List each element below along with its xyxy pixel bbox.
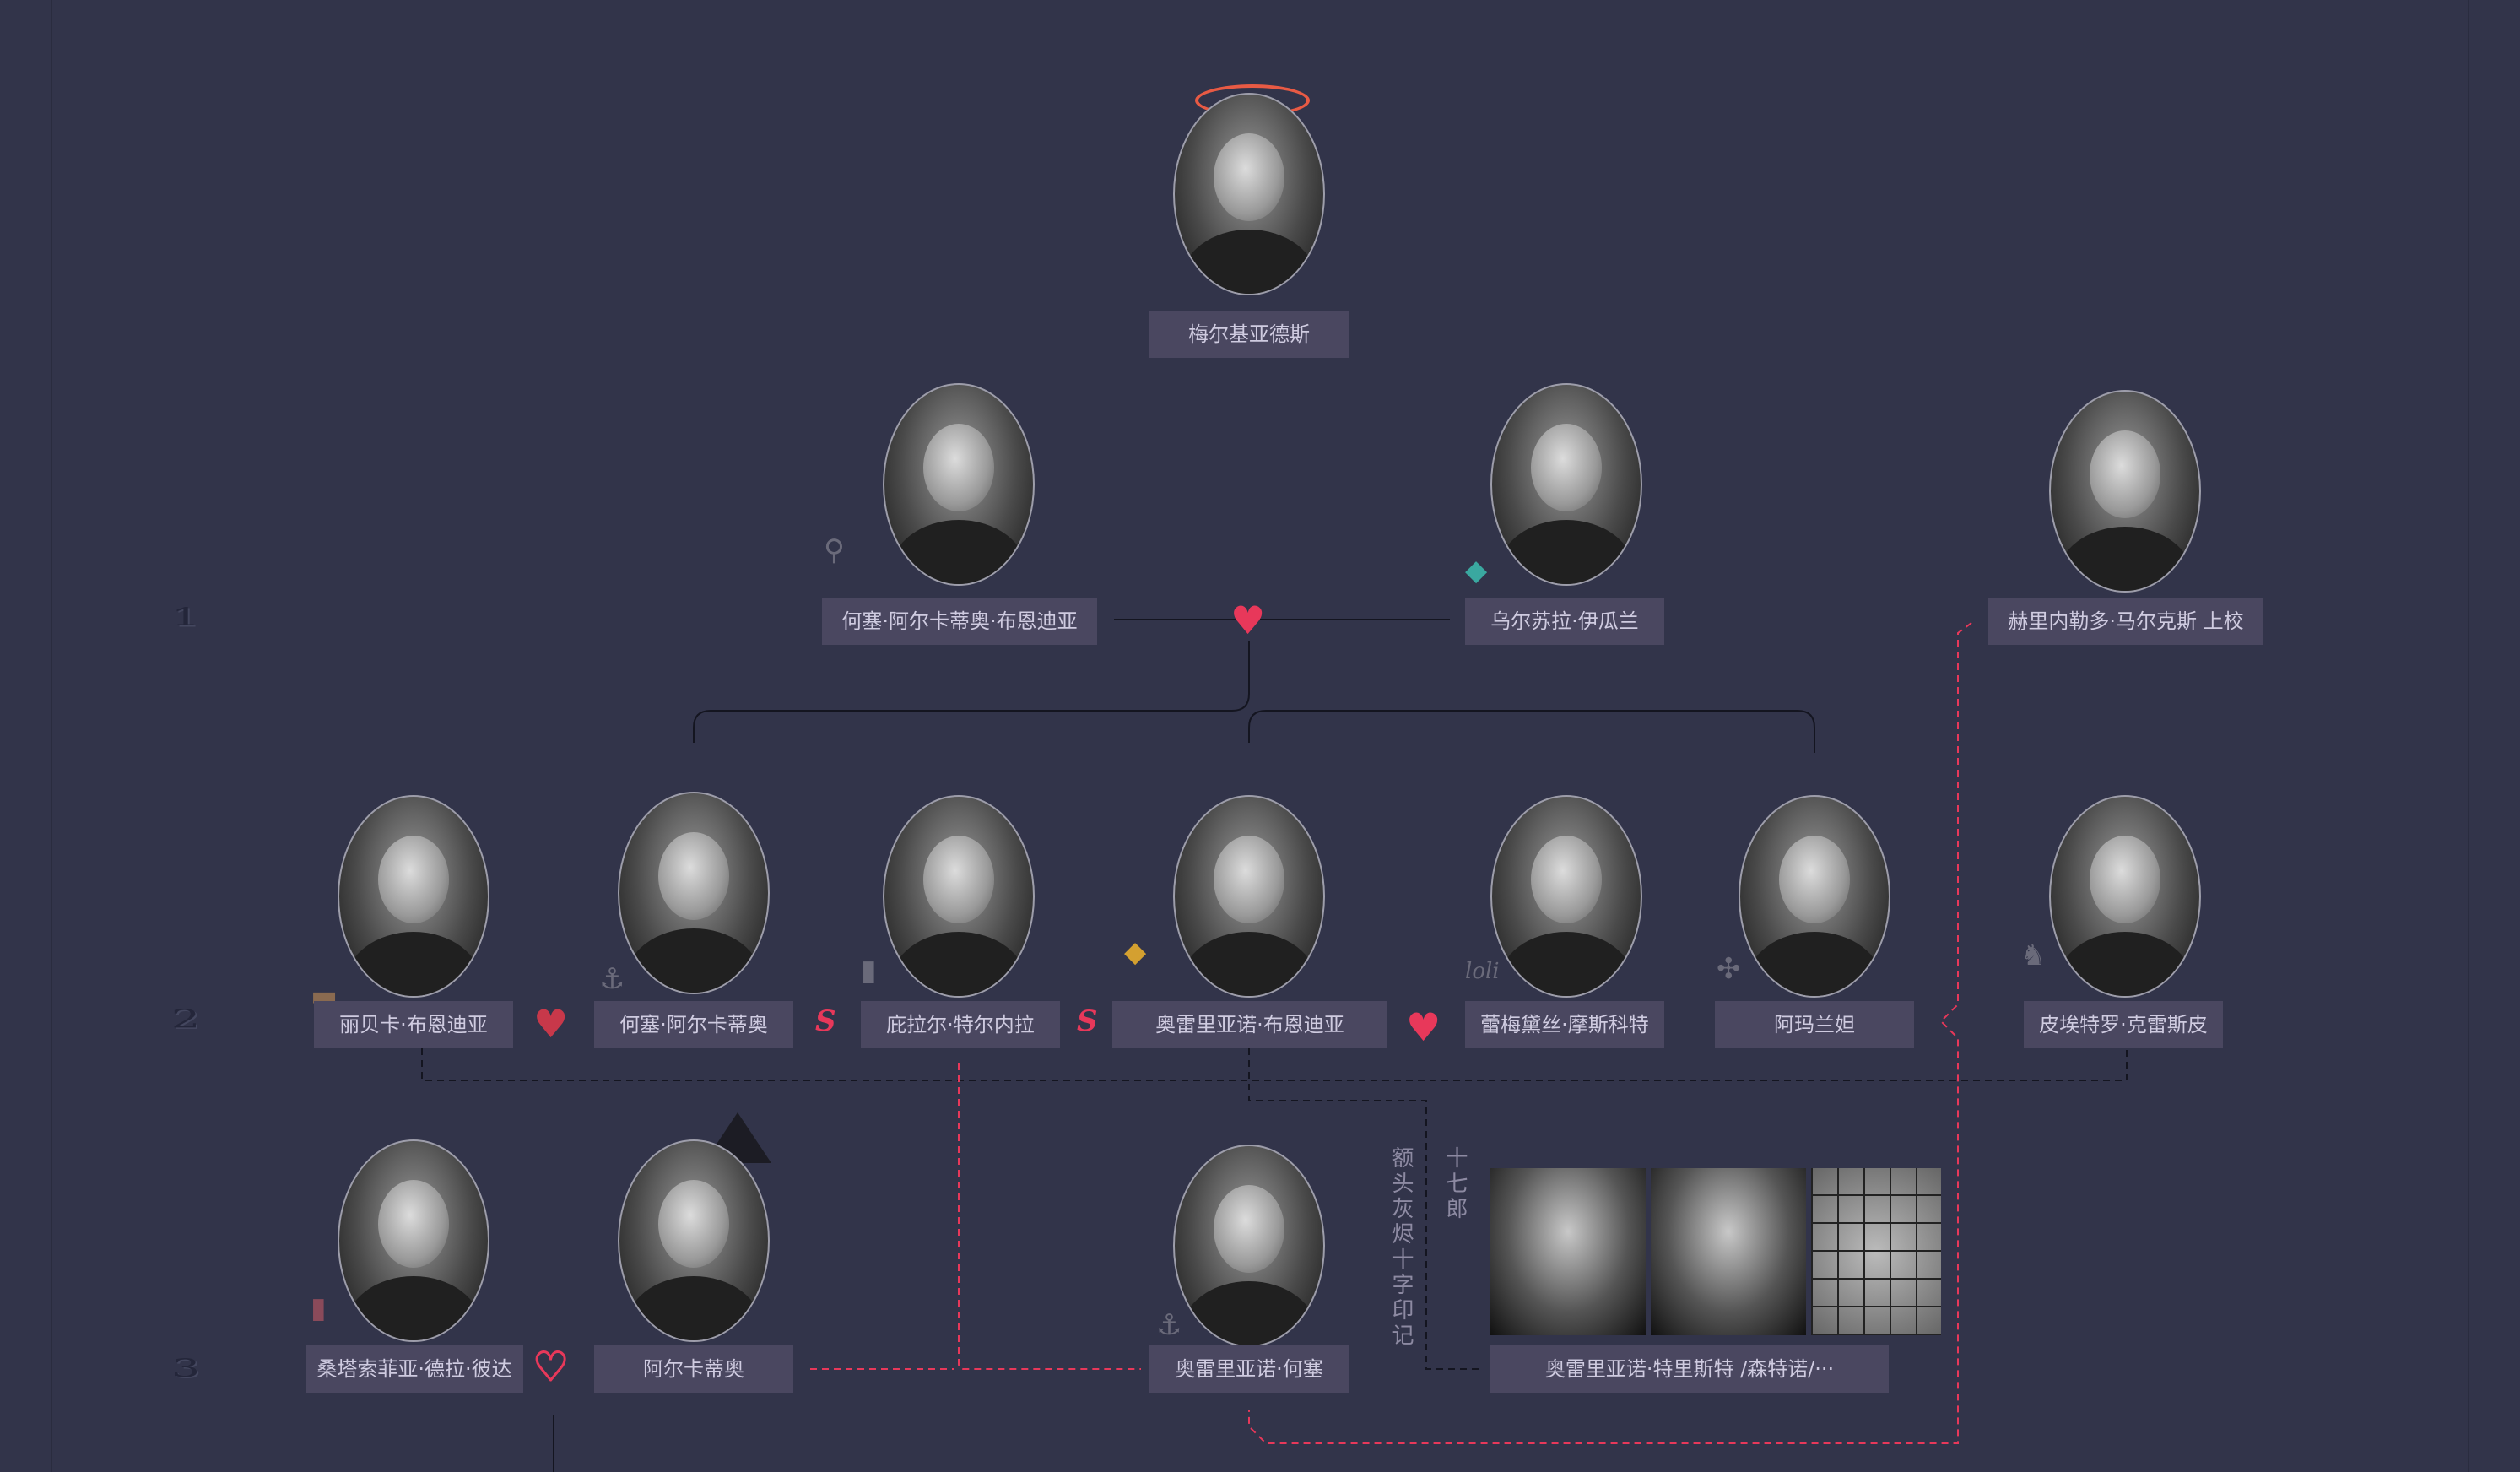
- label-jose-arcadio-buendia: 何塞·阿尔卡蒂奥·布恩迪亚: [822, 598, 1097, 645]
- label-arcadio: 阿尔卡蒂奥: [594, 1345, 793, 1393]
- portrait-jose-arcadio: [618, 792, 770, 994]
- label-ursula: 乌尔苏拉·伊瓜兰: [1465, 598, 1664, 645]
- label-rebeca: 丽贝卡·布恩迪亚: [314, 1001, 513, 1048]
- photo-son-2: [1651, 1168, 1806, 1335]
- portrait-pietro: [2049, 795, 2201, 998]
- portrait-pilar: [883, 795, 1035, 998]
- portrait-rebeca: [338, 795, 489, 998]
- card-icon: ▮: [861, 954, 877, 988]
- anchor-icon: ⚓: [599, 962, 625, 996]
- generation-3: 3: [170, 1354, 201, 1383]
- tree-icon: ✣: [1717, 952, 1741, 986]
- portrait-gerineldo: [2049, 390, 2201, 593]
- annotation-seventeen-sons: 十七郎: [1442, 1146, 1468, 1222]
- portrait-remedios: [1490, 795, 1642, 998]
- s-symbol-icon-2: S: [1077, 1004, 1098, 1038]
- gold-fish-icon: ◆: [1124, 935, 1147, 969]
- children-bracket: [693, 641, 1250, 743]
- generation-1: 1: [170, 603, 201, 632]
- heart-icon: ♥: [1230, 598, 1266, 643]
- soldier-icon: ♞: [2020, 939, 2047, 972]
- label-amaranta: 阿玛兰妲: [1715, 1001, 1914, 1048]
- fish-icon: ◆: [1465, 554, 1488, 587]
- label-aureliano: 奥雷里亚诺·布恩迪亚: [1112, 1001, 1387, 1048]
- portrait-amaranta: [1739, 795, 1890, 998]
- red-dashed-gerineldo: [1248, 622, 1972, 1444]
- portrait-melquiades: [1173, 93, 1325, 295]
- s-symbol-icon: S: [815, 1004, 836, 1038]
- portrait-ursula: [1490, 383, 1642, 586]
- heart-icon-2: ♥: [1406, 1004, 1441, 1050]
- right-border: [2468, 0, 2469, 1472]
- label-remedios: 蕾梅黛丝·摩斯科特: [1465, 1001, 1664, 1048]
- portrait-santa-sofia: [338, 1139, 489, 1342]
- label-pietro: 皮埃特罗·克雷斯皮: [2024, 1001, 2223, 1048]
- dashed-aureliano: [1248, 1048, 1482, 1370]
- photo-grid-sons: [1811, 1168, 1941, 1335]
- magnifier-icon: ⚲: [824, 533, 845, 567]
- label-gerineldo: 赫里内勒多·马尔克斯 上校: [1988, 598, 2263, 645]
- annotation-ash-cross: 额头灰烬十字印记: [1388, 1146, 1414, 1349]
- portrait-aureliano: [1173, 795, 1325, 998]
- photo-son-1: [1490, 1168, 1646, 1335]
- portrait-arcadio: [618, 1139, 770, 1342]
- label-seventeen-sons: 奥雷里亚诺·特里斯特 /森特诺/···: [1490, 1345, 1889, 1393]
- label-melquiades: 梅尔基亚德斯: [1149, 311, 1349, 358]
- outline-heart-icon: ♥: [532, 1344, 569, 1389]
- seventeen-sons-photos: [1490, 1168, 1941, 1335]
- red-dashed-pilar: [958, 1063, 1141, 1370]
- portrait-aureliano-jose: [1173, 1145, 1325, 1347]
- bottle-icon: ▮: [311, 1291, 327, 1325]
- dashed-row2: [421, 1048, 2128, 1081]
- label-santa-sofia: 桑塔索菲亚·德拉·彼达: [306, 1345, 523, 1393]
- anchor-icon-2: ⚓: [1156, 1308, 1182, 1342]
- left-border: [51, 0, 52, 1472]
- pixel-heart-icon: ♥: [533, 1001, 569, 1047]
- generation-2: 2: [170, 1004, 201, 1034]
- label-pilar: 庇拉尔·特尔内拉: [861, 1001, 1060, 1048]
- label-aureliano-jose: 奥雷里亚诺·何塞: [1149, 1345, 1349, 1393]
- label-jose-arcadio: 何塞·阿尔卡蒂奥: [594, 1001, 793, 1048]
- portrait-jose-arcadio-buendia: [883, 383, 1035, 586]
- loli-icon: loli: [1465, 959, 1500, 984]
- children-bracket-right: [1248, 710, 1815, 753]
